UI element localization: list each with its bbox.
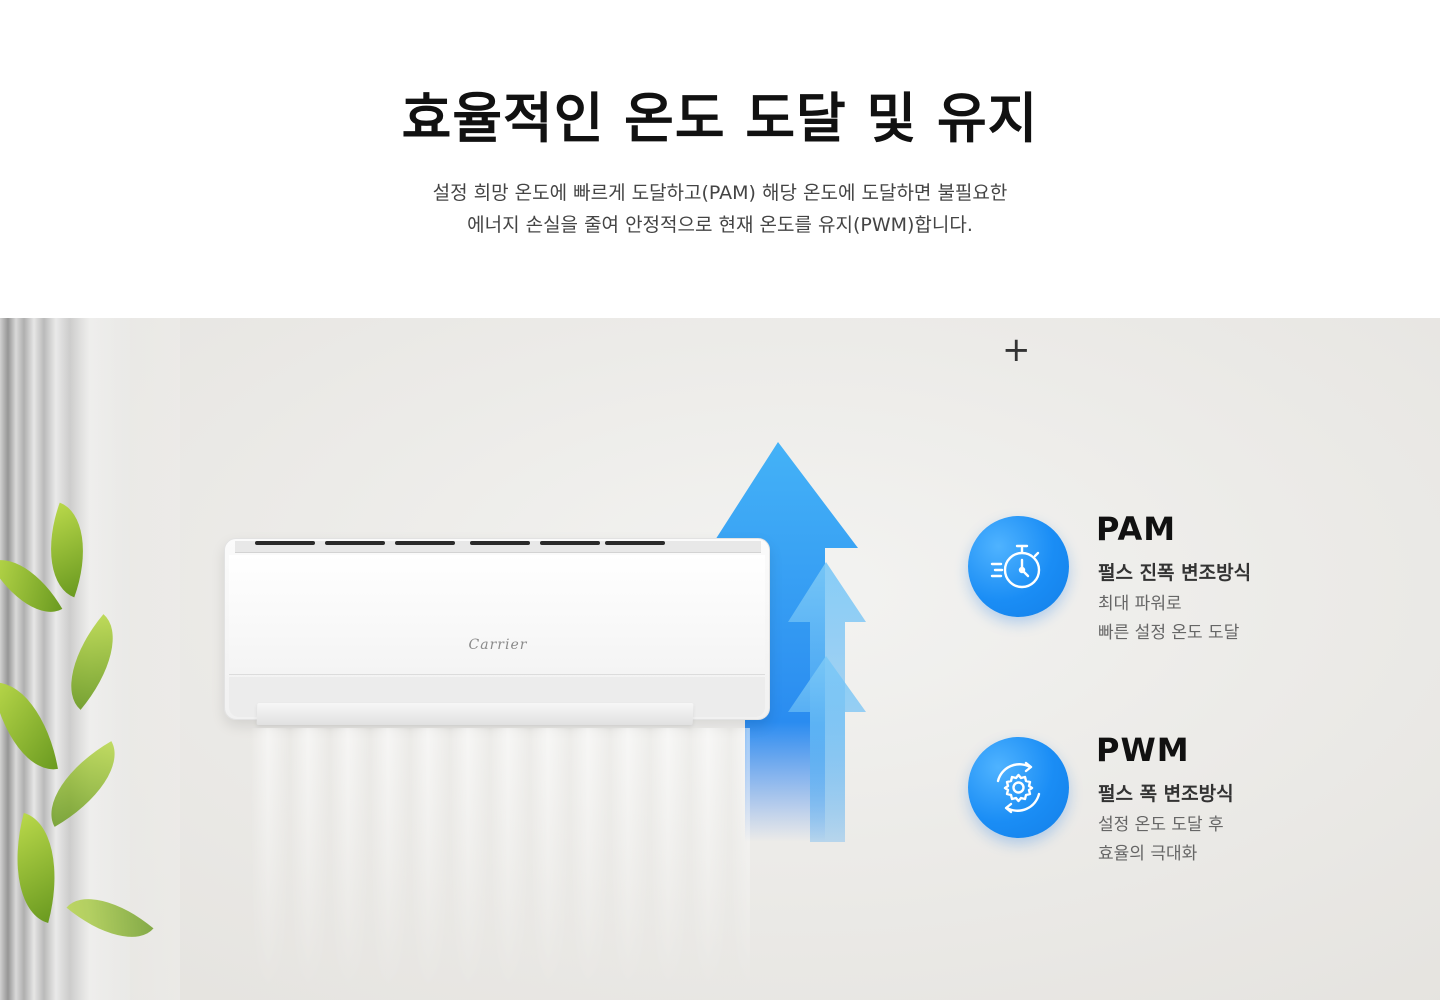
intro-description: 설정 희망 온도에 빠르게 도달하고(PAM) 해당 온도에 도달하면 불필요한…	[0, 177, 1440, 241]
description-line-2: 에너지 손실을 줄여 안정적으로 현재 온도를 유지(PWM)합니다.	[467, 214, 973, 236]
ac-front-panel	[229, 555, 765, 675]
feature-desc-line-2: 빠른 설정 온도 도달	[1098, 623, 1240, 643]
intro-section: 효율적인 온도 도달 및 유지 설정 희망 온도에 빠르게 도달하고(PAM) …	[0, 0, 1440, 318]
description-line-1: 설정 희망 온도에 빠르게 도달하고(PAM) 해당 온도에 도달하면 불필요한	[432, 182, 1008, 204]
ac-top-vent	[235, 541, 761, 553]
stopwatch-icon	[968, 516, 1069, 617]
feature-subtitle: 펄스 폭 변조방식	[1098, 783, 1234, 805]
page-title: 효율적인 온도 도달 및 유지	[401, 87, 1039, 150]
feature-description: 최대 파워로 빠른 설정 온도 도달	[1098, 590, 1239, 648]
feature-pwm: PWM 펄스 폭 변조방식 설정 온도 도달 후 효율의 극대화	[968, 731, 1368, 877]
feature-pam: PAM 펄스 진폭 변조방식 최대 파워로 빠른 설정 온도 도달	[968, 510, 1368, 656]
feature-desc-line-1: 최대 파워로	[1098, 594, 1182, 614]
feature-subtitle: 펄스 진폭 변조방식	[1098, 562, 1252, 584]
feature-description: 설정 온도 도달 후 효율의 극대화	[1098, 811, 1224, 869]
feature-desc-line-2: 효율의 극대화	[1098, 844, 1198, 864]
feature-desc-line-1: 설정 온도 도달 후	[1098, 815, 1224, 835]
feature-name: PWM	[1096, 731, 1190, 769]
feature-name: PAM	[1096, 510, 1177, 548]
ac-louver-flap	[256, 703, 694, 725]
brand-logo: Carrier	[468, 637, 528, 653]
air-conditioner-image: Carrier	[224, 538, 770, 725]
cool-air-stream	[250, 728, 750, 1000]
gear-cycle-icon	[968, 737, 1069, 838]
product-scene: Carrier	[0, 318, 1440, 1000]
plus-symbol: +	[1002, 330, 1031, 370]
